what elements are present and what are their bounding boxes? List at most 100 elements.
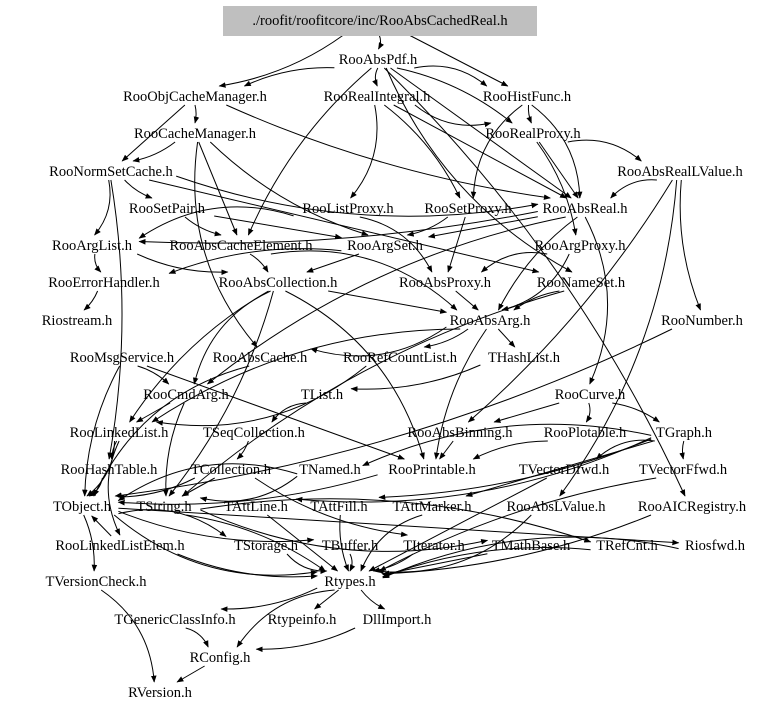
node-RooCmdArg[interactable]: RooCmdArg.h xyxy=(143,387,229,403)
node-label: TStorage.h xyxy=(234,538,299,554)
node-label: Riostream.h xyxy=(42,313,113,329)
node-TGenericClassInfo[interactable]: TGenericClassInfo.h xyxy=(114,612,236,628)
node-label: RooNameSet.h xyxy=(537,275,626,291)
node-TString[interactable]: TString.h xyxy=(136,499,192,515)
edge-Rtypes-to-Rtypeinfo xyxy=(314,589,339,610)
node-TSeqCollection[interactable]: TSeqCollection.h xyxy=(203,425,306,441)
node-TVersionCheck[interactable]: TVersionCheck.h xyxy=(45,574,147,590)
node-RooPlotable[interactable]: RooPlotable.h xyxy=(544,425,627,441)
edge-RooAbsReal-to-RooCmdArg xyxy=(206,216,566,385)
node-label: RooObjCacheManager.h xyxy=(123,89,268,105)
node-RooAbsReal[interactable]: RooAbsReal.h xyxy=(543,201,629,217)
node-TStorage[interactable]: TStorage.h xyxy=(234,538,299,554)
node-RooPrintable[interactable]: RooPrintable.h xyxy=(388,462,476,478)
edge-RooAbsArg-to-RooLinkedList xyxy=(151,328,461,423)
node-RooRefCountList[interactable]: RooRefCountList.h xyxy=(343,350,458,366)
node-TList[interactable]: TList.h xyxy=(301,387,344,403)
node-RooHashTable[interactable]: RooHashTable.h xyxy=(61,462,159,478)
node-RooArgProxy[interactable]: RooArgProxy.h xyxy=(534,238,626,254)
node-TAttFill[interactable]: TAttFill.h xyxy=(310,499,368,515)
node-RooAbsCollection[interactable]: RooAbsCollection.h xyxy=(219,275,339,291)
node-TObject[interactable]: TObject.h xyxy=(53,499,112,515)
node-RooCurve[interactable]: RooCurve.h xyxy=(555,387,626,403)
node-label: RooAbsReal.h xyxy=(543,201,629,217)
node-TBuffer[interactable]: TBuffer.h xyxy=(322,538,379,554)
node-RooAbsCacheElement[interactable]: RooAbsCacheElement.h xyxy=(170,238,314,254)
node-label: RooAbsCache.h xyxy=(213,350,308,366)
node-TIterator[interactable]: TIterator.h xyxy=(403,538,465,554)
node-RooAbsCache[interactable]: RooAbsCache.h xyxy=(213,350,308,366)
node-label: RooErrorHandler.h xyxy=(48,275,160,291)
node-RooAbsArg[interactable]: RooAbsArg.h xyxy=(450,313,531,329)
node-label: RooAbsCollection.h xyxy=(219,275,339,291)
node-label: TMathBase.h xyxy=(492,538,571,554)
node-label: TVectorDfwd.h xyxy=(519,462,610,478)
node-RooLinkedList[interactable]: RooLinkedList.h xyxy=(70,425,169,441)
edge-RooAbsArg-to-RooRefCountList xyxy=(423,328,469,349)
node-TNamed[interactable]: TNamed.h xyxy=(299,462,361,478)
node-label: RooRealProxy.h xyxy=(485,126,581,142)
node-label: RooPlotable.h xyxy=(544,425,627,441)
node-RooNumber[interactable]: RooNumber.h xyxy=(661,313,744,329)
edge-RooObjCacheManager-to-RooAbsReal xyxy=(226,104,551,200)
node-RooSetProxy[interactable]: RooSetProxy.h xyxy=(424,201,512,217)
node-TAttMarker[interactable]: TAttMarker.h xyxy=(393,499,473,515)
node-label: RooAbsPdf.h xyxy=(339,52,418,68)
node-TCollection[interactable]: TCollection.h xyxy=(191,462,272,478)
node-Rtypeinfo[interactable]: Rtypeinfo.h xyxy=(268,612,338,628)
node-THashList[interactable]: THashList.h xyxy=(488,350,561,366)
node-RooSetPair[interactable]: RooSetPair.h xyxy=(129,201,206,217)
node-TMathBase[interactable]: TMathBase.h xyxy=(492,538,571,554)
node-label: RooAbsLValue.h xyxy=(507,499,607,515)
node-TRefCnt[interactable]: TRefCnt.h xyxy=(596,538,658,554)
node-TVectorDfwd[interactable]: TVectorDfwd.h xyxy=(519,462,610,478)
node-RooAbsProxy[interactable]: RooAbsProxy.h xyxy=(399,275,492,291)
node-RVersion[interactable]: RVersion.h xyxy=(128,685,192,701)
node-label: RooMsgService.h xyxy=(70,350,175,366)
node-label: TCollection.h xyxy=(191,462,272,478)
edge-RooAbsLValue-to-Rtypes xyxy=(376,514,532,575)
node-RooRealIntegral[interactable]: RooRealIntegral.h xyxy=(324,89,431,105)
node-DllImport[interactable]: DllImport.h xyxy=(363,612,433,628)
node-RooRealProxy[interactable]: RooRealProxy.h xyxy=(485,126,581,142)
node-RConfig[interactable]: RConfig.h xyxy=(190,650,252,666)
node-RooListProxy[interactable]: RooListProxy.h xyxy=(302,201,394,217)
node-layer: ./roofit/roofitcore/inc/RooAbsCachedReal… xyxy=(42,6,747,701)
node-RooNormSetCache[interactable]: RooNormSetCache.h xyxy=(49,164,173,180)
node-RooObjCacheManager[interactable]: RooObjCacheManager.h xyxy=(123,89,268,105)
node-RooMsgService[interactable]: RooMsgService.h xyxy=(70,350,175,366)
node-label: RooArgProxy.h xyxy=(534,238,626,254)
node-RooAICRegistry[interactable]: RooAICRegistry.h xyxy=(638,499,747,515)
edge-RooObjCacheManager-to-RooCacheManager xyxy=(193,104,200,124)
edge-TIterator-to-Rtypes xyxy=(372,553,414,573)
edge-layer xyxy=(82,34,701,683)
node-RooNameSet[interactable]: RooNameSet.h xyxy=(537,275,626,291)
edge-RooArgSet-to-RooAbsCollection xyxy=(306,253,360,273)
node-RooAbsLValue[interactable]: RooAbsLValue.h xyxy=(507,499,607,515)
node-RooArgList[interactable]: RooArgList.h xyxy=(52,238,133,254)
node-RooAbsBinning[interactable]: RooAbsBinning.h xyxy=(407,425,513,441)
edge-RooRealIntegral-to-RooSetProxy xyxy=(383,104,461,199)
node-RooArgSet[interactable]: RooArgSet.h xyxy=(347,238,424,254)
edge-TVectorDfwd-to-Rtypes xyxy=(368,477,548,572)
edge-Rtypes-to-TGenericClassInfo xyxy=(220,587,318,612)
edge-TGenericClassInfo-to-RConfig xyxy=(185,627,209,648)
node-TVectorFfwd[interactable]: TVectorFfwd.h xyxy=(639,462,728,478)
node-root[interactable]: ./roofit/roofitcore/inc/RooAbsCachedReal… xyxy=(223,6,537,36)
node-Rtypes[interactable]: Rtypes.h xyxy=(324,574,376,590)
node-RooCacheManager[interactable]: RooCacheManager.h xyxy=(134,126,257,142)
node-RooAbsRealLValue[interactable]: RooAbsRealLValue.h xyxy=(617,164,743,180)
node-label: RooAbsBinning.h xyxy=(407,425,513,441)
node-TGraph[interactable]: TGraph.h xyxy=(656,425,713,441)
edge-RooCacheManager-to-RooAbsCacheElement xyxy=(198,141,238,236)
node-RooLinkedListElem[interactable]: RooLinkedListElem.h xyxy=(55,538,185,554)
edge-RooAbsPdf-to-RooAICRegistry xyxy=(383,67,686,497)
node-TAttLine[interactable]: TAttLine.h xyxy=(224,499,288,515)
node-Riostream[interactable]: Riostream.h xyxy=(42,313,113,329)
edge-RooAbsCollection-to-RooCmdArg xyxy=(192,290,271,385)
node-RooErrorHandler[interactable]: RooErrorHandler.h xyxy=(48,275,160,291)
node-RooHistFunc[interactable]: RooHistFunc.h xyxy=(483,89,572,105)
node-Riosfwd[interactable]: Riosfwd.h xyxy=(685,538,746,554)
node-RooAbsPdf[interactable]: RooAbsPdf.h xyxy=(339,52,418,68)
